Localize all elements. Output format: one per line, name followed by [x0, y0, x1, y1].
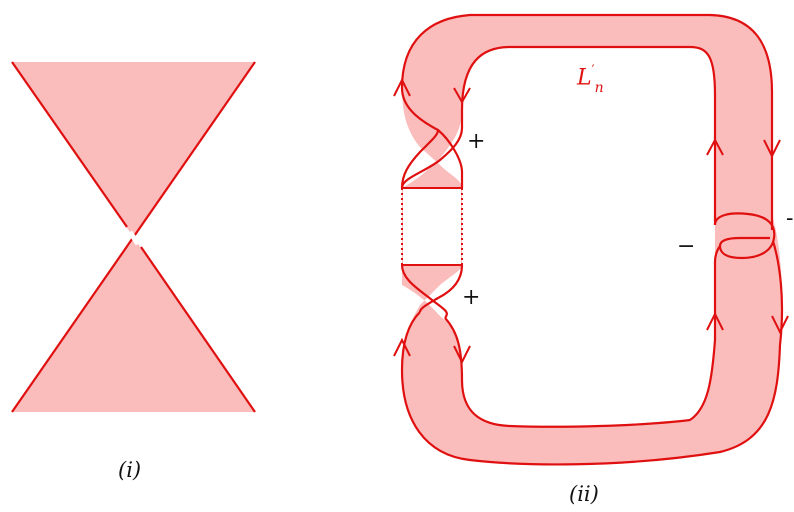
arrow-lower-left-outer	[393, 337, 411, 357]
arrow-lower-left-inner	[453, 345, 471, 365]
crossing-sign-upper: +	[467, 129, 486, 154]
arrow-right-inner-lower	[706, 311, 724, 331]
link-label-subscript: n	[594, 79, 604, 96]
crossing-sign-edge: -	[786, 206, 794, 231]
upper-twist-strand-2	[437, 129, 464, 188]
lower-twist-strand-2	[418, 264, 464, 313]
right-clasp-inner	[713, 245, 721, 263]
ribbon-inner-edge	[444, 45, 717, 428]
panel-i-caption: (i)	[118, 458, 142, 482]
bowtie-lower-triangle	[12, 238, 255, 412]
ribbon-fill	[402, 15, 783, 465]
ribbon-window	[403, 188, 461, 265]
arrow-upper-left-inner	[453, 87, 471, 105]
panel-ii-ribbon	[393, 13, 789, 466]
arrow-right-inner-upper	[706, 137, 724, 156]
crossing-sign-lower: +	[462, 285, 481, 310]
panel-i-bowtie	[11, 61, 256, 413]
crossing-gap	[127, 230, 141, 246]
ribbon-outer-edge	[400, 13, 784, 466]
right-clasp-loop	[713, 212, 776, 260]
arrow-right-outer-lower	[771, 315, 789, 335]
bowtie-upper-triangle	[12, 62, 255, 238]
strand-a-lower	[140, 246, 256, 413]
arrow-right-outer-upper	[763, 139, 781, 159]
orientation-arrows	[393, 77, 789, 365]
panel-ii-caption: (ii)	[569, 482, 599, 506]
link-label: L′n	[577, 63, 604, 96]
lower-twist-strand-1	[400, 264, 448, 319]
link-label-base: L	[577, 65, 592, 91]
arrow-upper-left-outer	[393, 77, 411, 97]
crossing-sign-minus: −	[677, 234, 696, 259]
strand-a-upper	[11, 61, 128, 228]
upper-twist-strand-1	[400, 127, 464, 189]
link-label-prime: ′	[591, 63, 595, 78]
